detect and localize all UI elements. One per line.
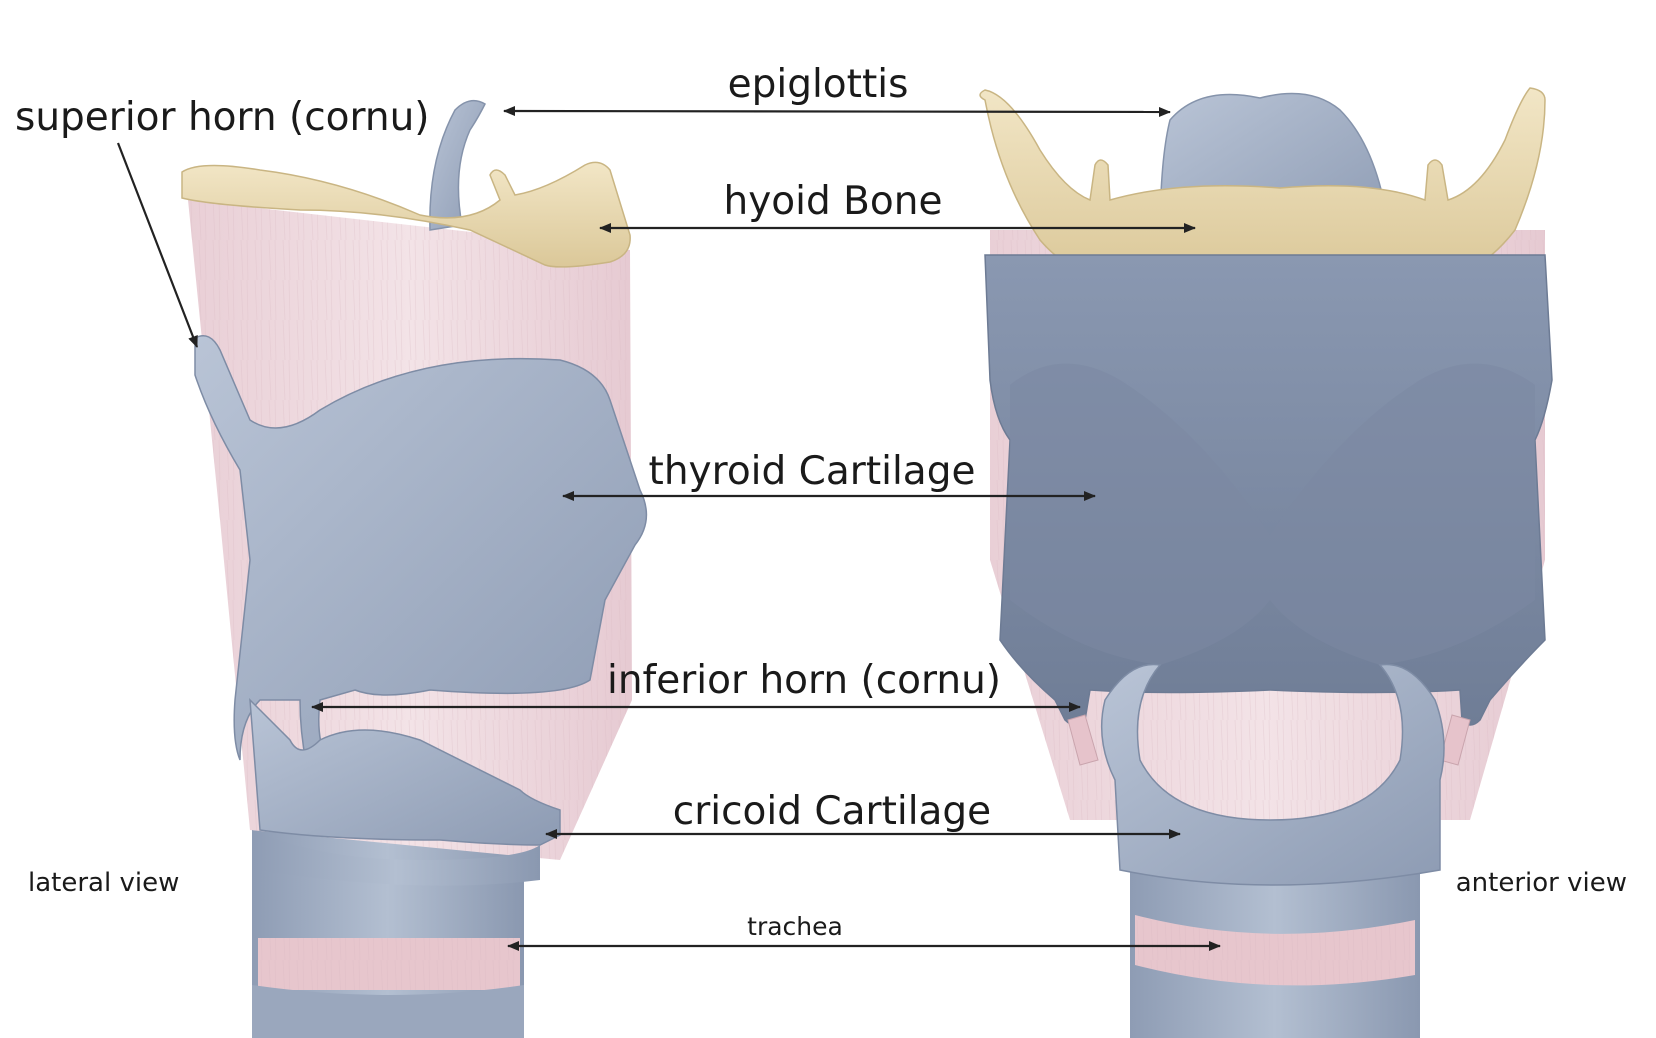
lateral-hyoid-bone [181, 161, 631, 268]
label-anterior-view: anterior view [1456, 868, 1627, 898]
label-lateral-view: lateral view [28, 868, 179, 898]
label-epiglottis: epiglottis [728, 62, 909, 107]
epiglottis-arrow [503, 106, 1171, 117]
lateral-cricoid-cartilage [249, 698, 561, 846]
label-cricoid-cartilage: cricoid Cartilage [673, 789, 991, 834]
label-inferior-horn: inferior horn (cornu) [607, 658, 1001, 703]
lateral-larynx [181, 99, 648, 1038]
superior-horn-arrow [116, 142, 199, 348]
label-hyoid-bone: hyoid Bone [724, 179, 943, 224]
leader-lines [116, 106, 1221, 951]
lateral-thyroid-cartilage [194, 335, 648, 782]
lateral-epiglottis [429, 99, 486, 231]
anterior-trachea [1130, 860, 1420, 1038]
labels: epiglottis superior horn (cornu) hyoid B… [15, 62, 1627, 941]
label-thyroid-cartilage: thyroid Cartilage [649, 449, 976, 494]
anterior-cricoid-cartilage [1100, 663, 1445, 886]
label-superior-horn: superior horn (cornu) [15, 95, 430, 140]
label-trachea: trachea [747, 912, 843, 941]
